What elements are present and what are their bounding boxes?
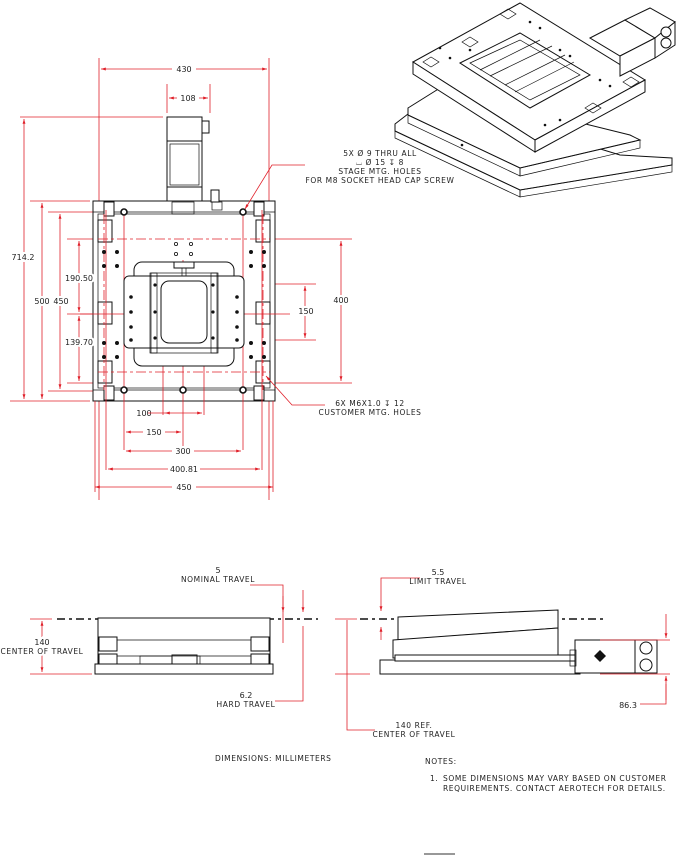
callout-line-4: FOR M8 SOCKET HEAD CAP SCREW xyxy=(305,176,454,185)
dim-500: 500 xyxy=(34,297,49,306)
dim-714-2: 714.2 xyxy=(12,253,35,262)
dim-430: 430 xyxy=(176,65,191,74)
limit-travel-value: 5.5 xyxy=(432,568,445,577)
hard-travel-value: 6.2 xyxy=(240,691,253,700)
side-view: 5.5 LIMIT TRAVEL 86.3 140 REF. CENTER OF… xyxy=(335,568,670,739)
units-note: DIMENSIONS: MILLIMETERS xyxy=(215,754,332,763)
dim-400-81: 400.81 xyxy=(170,465,198,474)
note-number: 1. xyxy=(430,774,438,783)
callout-line-2: CUSTOMER MTG. HOLES xyxy=(318,408,421,417)
mounting-holes xyxy=(102,208,266,394)
dim-400: 400 xyxy=(333,296,348,305)
limit-travel-label: LIMIT TRAVEL xyxy=(409,577,467,586)
callout-line-1: 6X M6X1.0 ↧ 12 xyxy=(335,399,405,408)
dim-150-vertical: 150 xyxy=(298,307,313,316)
customer-holes-callout: 6X M6X1.0 ↧ 12 CUSTOMER MTG. HOLES xyxy=(318,399,421,417)
top-view: 430 108 714.2 500 450 190.50 139.70 400 … xyxy=(8,58,352,500)
notes-title: NOTES: xyxy=(425,757,457,766)
callout-line-3: STAGE MTG. HOLES xyxy=(338,167,421,176)
dim-190-50: 190.50 xyxy=(65,274,93,283)
nominal-travel-value: 5 xyxy=(215,566,220,575)
callout-line-1: 5X Ø 9 THRU ALL xyxy=(343,149,417,158)
center-travel-value: 140 xyxy=(34,638,49,647)
ref-center-value: 140 REF. xyxy=(396,721,433,730)
dim-100: 100 xyxy=(136,409,151,418)
dim-450-horizontal: 450 xyxy=(176,483,191,492)
ref-center-label: CENTER OF TRAVEL xyxy=(373,730,456,739)
motor-height-value: 86.3 xyxy=(619,701,637,710)
dim-139-70: 139.70 xyxy=(65,338,93,347)
stage-holes-callout: 5X Ø 9 THRU ALL ⌴ Ø 15 ↧ 8 STAGE MTG. HO… xyxy=(305,149,454,185)
front-view: 140 CENTER OF TRAVEL 5 NOMINAL TRAVEL 6.… xyxy=(0,566,318,709)
dim-150-horizontal: 150 xyxy=(146,428,161,437)
isometric-view xyxy=(394,2,676,198)
dim-450-vertical: 450 xyxy=(53,297,68,306)
center-travel-label: CENTER OF TRAVEL xyxy=(1,647,84,656)
dim-108: 108 xyxy=(180,94,195,103)
hard-travel-label: HARD TRAVEL xyxy=(217,700,276,709)
nominal-travel-label: NOMINAL TRAVEL xyxy=(181,575,255,584)
note-line-2: REQUIREMENTS. CONTACT AEROTECH FOR DETAI… xyxy=(443,784,666,793)
note-line-1: SOME DIMENSIONS MAY VARY BASED ON CUSTOM… xyxy=(443,774,667,783)
callout-line-2: ⌴ Ø 15 ↧ 8 xyxy=(356,158,404,167)
dim-300: 300 xyxy=(175,447,190,456)
